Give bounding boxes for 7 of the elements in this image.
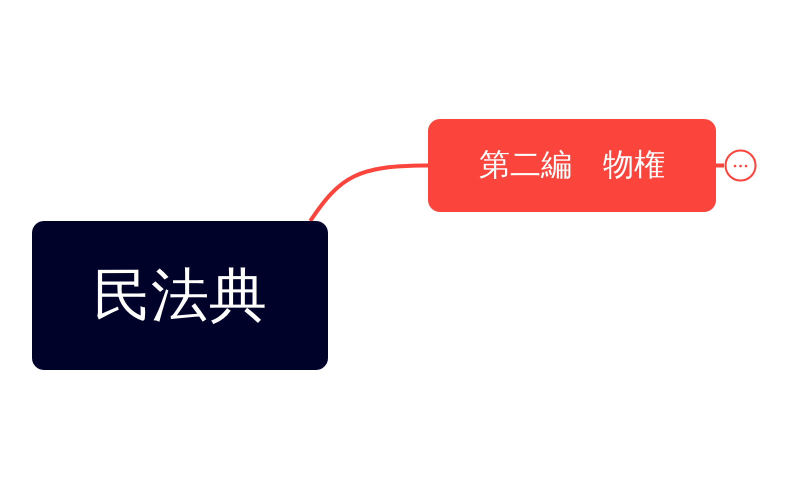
topic-text: 第二編 物権 (479, 146, 665, 186)
central-topic-box (32, 221, 328, 370)
collapse-circle (724, 149, 757, 182)
topic-text: 民法典 (93, 260, 267, 331)
connector-line (716, 164, 724, 168)
topic-box (428, 119, 716, 212)
connector-line (308, 164, 428, 222)
